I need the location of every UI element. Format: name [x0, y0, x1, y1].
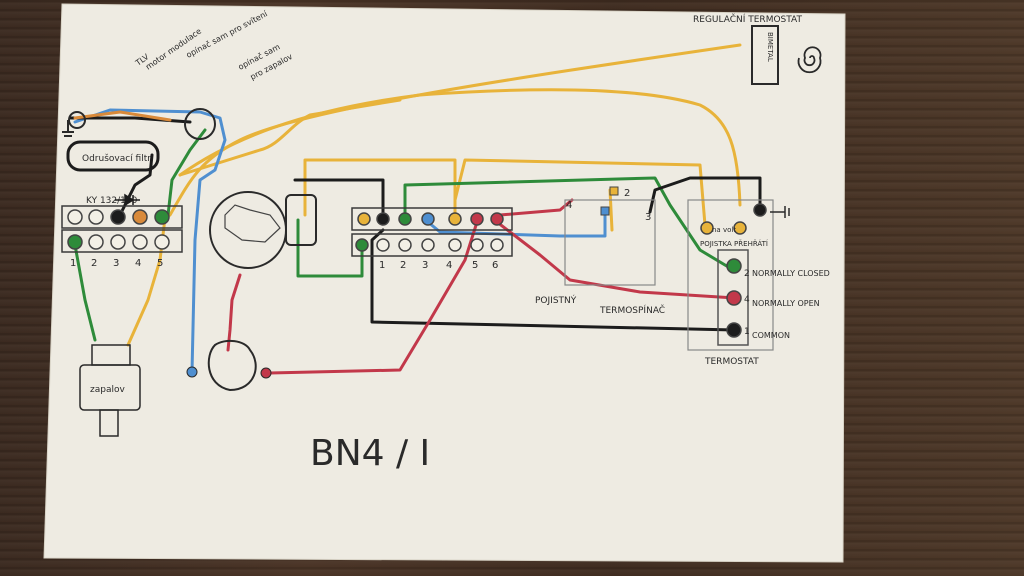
motor-detail: [224, 204, 281, 243]
terminal-block-mid-top: [351, 207, 513, 231]
terminal-num-left-3: 3: [113, 258, 119, 269]
termospinac-num-4: 4: [566, 200, 572, 211]
terminal-num-mid-3: 3: [422, 260, 428, 271]
terminal-num-mid-2: 2: [400, 260, 406, 271]
wire-green: [403, 176, 732, 270]
bimetal-label: BIMETAL: [766, 32, 774, 62]
thermostat-num-no: 4: [744, 295, 750, 305]
terminal-screws-left: [67, 209, 170, 250]
pojistny-label: POJISTNÝ: [535, 294, 577, 306]
thermostat-terminal-nc: [726, 258, 742, 274]
ignitor-component: [79, 344, 141, 437]
termospinac-label: TERMOSPÍNAČ: [599, 304, 665, 316]
terminal-screws-mid: [355, 212, 504, 252]
bimetal-box: [751, 25, 779, 85]
motor-coupler: [285, 194, 317, 246]
pump-terminal-red: [260, 367, 272, 379]
wire-black: [293, 178, 385, 222]
wire-yellow: [303, 158, 457, 220]
na-volt-label: na volt: [712, 226, 736, 234]
termospinac-terminal-blue: [600, 206, 610, 216]
wire-yellow: [453, 158, 707, 227]
wire-red: [268, 220, 479, 375]
ignitor-label: zapalov: [90, 385, 125, 395]
wire-orange: [73, 110, 172, 122]
thermostat-terminal-yellow-b: [733, 221, 747, 235]
terminal-num-mid-5: 5: [472, 260, 478, 271]
wire-black: [68, 116, 192, 124]
terminal-block-left-bottom: [61, 229, 183, 253]
terminal-num-left-5: 5: [157, 258, 163, 269]
diagram-title: BN4 / I: [310, 433, 430, 474]
terminal-num-left-4: 4: [135, 258, 141, 269]
tlv-motor: [184, 108, 216, 140]
thermostat-label: TERMOSTAT: [704, 357, 759, 367]
filter-box: [66, 140, 160, 172]
thermostat-num-nc: 2: [744, 269, 750, 279]
ground-icon: [770, 206, 790, 218]
terminal-num-mid-1: 1: [379, 260, 385, 271]
common-label: COMMON: [752, 331, 790, 340]
termospinac-num-2: 2: [624, 188, 630, 199]
terminal-block-mid-bottom: [351, 233, 513, 257]
pump-terminal-blue: [186, 366, 198, 378]
ground-icon: [62, 120, 74, 137]
terminal-num-left-1: 1: [70, 258, 76, 269]
thermostat-terminal-com: [726, 322, 742, 338]
thermostat-terminal-black: [753, 203, 767, 217]
paper-sheet: [43, 3, 846, 563]
wire-blue: [426, 211, 607, 238]
terminal-num-left-2: 2: [91, 258, 97, 269]
thermostat-inner: [717, 249, 749, 346]
terminal-num-mid-4: 4: [446, 260, 452, 271]
terminal-num-mid-6: 6: [492, 260, 498, 271]
wire-black: [370, 228, 737, 332]
normally-closed-label: NORMALLY CLOSED: [752, 269, 830, 278]
thermostat-terminal-no: [726, 290, 742, 306]
bimetal-spiral-icon: [797, 46, 822, 74]
wire-yellow: [608, 188, 614, 232]
wire-blue: [73, 108, 227, 374]
pump-body: [207, 339, 257, 392]
wire-green: [296, 218, 364, 278]
ky-label: KY 132/150: [86, 196, 138, 206]
wire-red: [495, 220, 737, 300]
pojistka-label: POJISTKA PŘEHŘÁTÍ: [700, 239, 768, 248]
terminal-block-left-top: [61, 205, 183, 229]
filter-label: Odrušovací filtr: [82, 153, 151, 164]
thermostat-outer: [687, 199, 774, 351]
wire-red: [498, 198, 574, 217]
wire-yellow: [178, 88, 742, 207]
termospinac-num-3: 3: [645, 212, 651, 223]
wire-green: [73, 243, 97, 342]
wire-black: [648, 176, 762, 214]
wire-group: [68, 43, 762, 375]
wire-green: [166, 128, 207, 217]
termospinac-box: [564, 199, 656, 286]
thermostat-terminal-yellow-a: [700, 221, 714, 235]
thermostat-num-com: 1: [744, 327, 750, 337]
normally-open-label: NORMALLY OPEN: [752, 299, 820, 308]
wire-yellow: [178, 98, 402, 177]
termospinac-terminal-2: [609, 186, 619, 196]
regulacni-termostat-label: REGULAČNÍ TERMOSTAT: [693, 13, 803, 25]
diode-icon: [115, 193, 140, 207]
